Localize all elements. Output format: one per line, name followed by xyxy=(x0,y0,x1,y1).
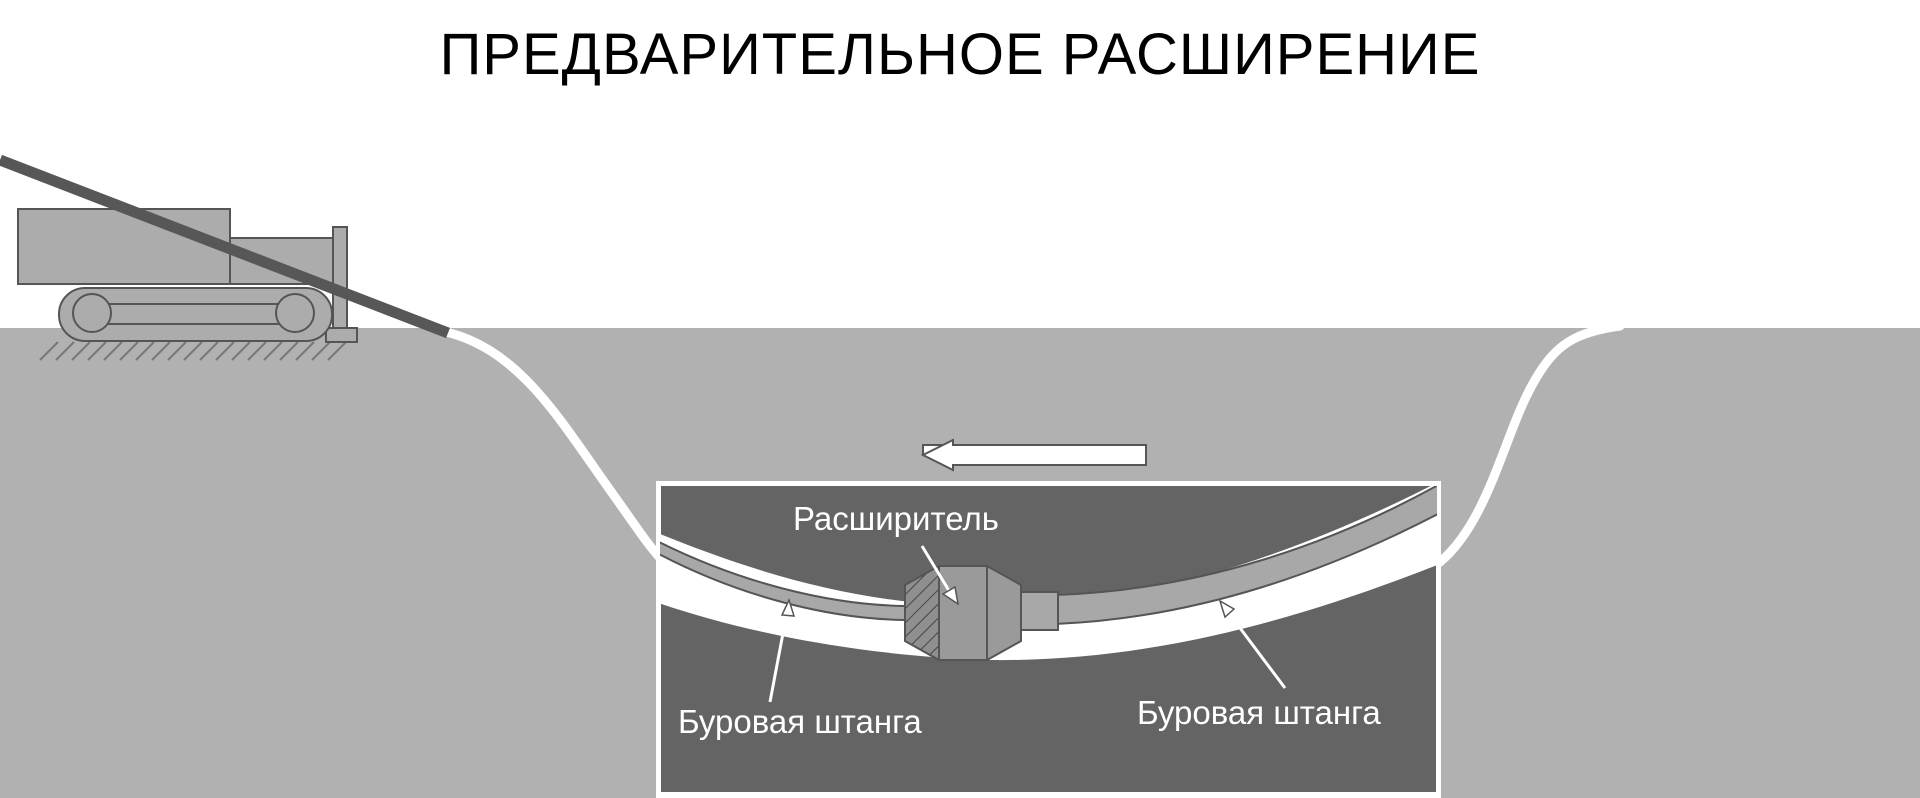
rig-post xyxy=(332,226,348,334)
pointer-drill-rod-right xyxy=(1218,599,1287,689)
reamer-coupling xyxy=(1020,591,1059,631)
pointer-drill-rod-left xyxy=(768,597,796,703)
rig-cab xyxy=(17,208,231,285)
rig-drill-rod xyxy=(0,154,450,339)
reamer-body xyxy=(938,565,988,661)
label-reamer: Расширитель xyxy=(793,500,999,537)
crawler-track xyxy=(58,287,333,342)
ground-hatching xyxy=(39,341,347,361)
rig-foot xyxy=(325,327,358,343)
conical-reamer-icon xyxy=(904,564,1059,662)
page-title: ПРЕДВАРИТЕЛЬНОЕ РАСШИРЕНИЕ xyxy=(440,22,1481,87)
track-wheel-right xyxy=(275,293,315,333)
bore-path-right xyxy=(1435,321,1625,567)
label-drill-rod-right: Буровая штанга xyxy=(1137,694,1381,731)
drill-rod-right xyxy=(1054,486,1437,626)
label-drill-rod-left: Буровая штанга xyxy=(678,703,922,740)
pointer-reamer xyxy=(920,545,960,606)
bore-path-left xyxy=(441,327,667,565)
reamer-cone xyxy=(986,564,1022,662)
drilling-rig-icon xyxy=(0,154,450,361)
track-wheel-left xyxy=(72,293,112,333)
detail-inset: Расширитель Буровая штанга Буровая штанг… xyxy=(656,481,1441,798)
